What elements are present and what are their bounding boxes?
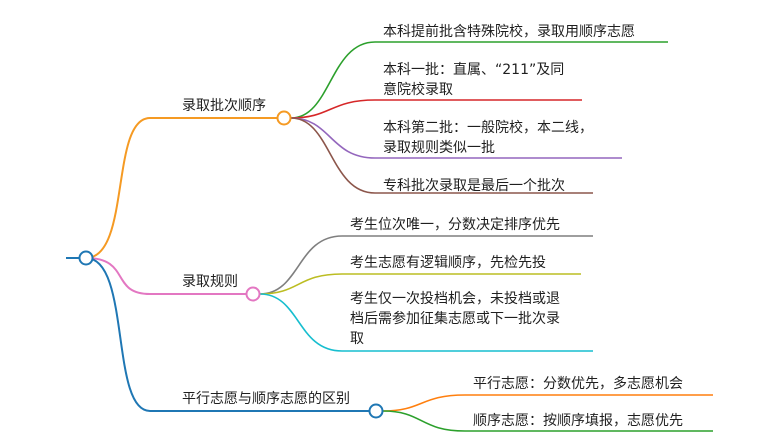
branch-label-b3: 平行志愿与顺序志愿的区别 bbox=[182, 391, 350, 407]
branch-node-b1[interactable] bbox=[276, 110, 292, 126]
branch-label-b2: 录取规则 bbox=[182, 274, 238, 290]
branch-label-b1: 录取批次顺序 bbox=[182, 98, 266, 114]
leaf-label: 取 bbox=[350, 331, 364, 347]
leaf-label: 专科批次录取是最后一个批次 bbox=[383, 178, 565, 194]
leaf-connector bbox=[382, 410, 466, 432]
leaf-connector bbox=[382, 394, 466, 412]
leaf-label: 平行志愿：分数优先，多志愿机会 bbox=[473, 376, 683, 392]
branch-connector bbox=[85, 117, 151, 259]
leaf-label: 考生位次唯一，分数决定排序优先 bbox=[350, 217, 560, 233]
leaf-label: 考生志愿有逻辑顺序，先检先投 bbox=[350, 255, 546, 271]
leaf-label: 档后需参加征集志愿或下一批次录 bbox=[350, 311, 560, 327]
leaf-connector bbox=[290, 99, 376, 119]
leaf-connector bbox=[290, 41, 376, 119]
leaf-label: 考生仅一次投档机会，未投档或退 bbox=[350, 291, 560, 307]
leaf-connector bbox=[259, 293, 343, 352]
leaf-label: 顺序志愿：按顺序填报，志愿优先 bbox=[473, 413, 683, 429]
leaf-label: 本科一批：直属、“211”及同 bbox=[383, 62, 565, 78]
branch-connector bbox=[85, 257, 151, 412]
leaf-label: 本科第二批：一般院校，本二线， bbox=[383, 120, 593, 136]
leaf-label: 意院校录取 bbox=[383, 82, 453, 98]
leaf-label: 录取规则类似一批 bbox=[383, 140, 495, 156]
leaf-connector bbox=[259, 273, 343, 295]
branch-node-b3[interactable] bbox=[368, 403, 384, 419]
leaf-connector bbox=[290, 117, 376, 159]
root-node[interactable] bbox=[78, 250, 94, 266]
branch-connector bbox=[85, 257, 151, 295]
leaf-label: 本科提前批含特殊院校，录取用顺序志愿 bbox=[383, 24, 635, 40]
branch-node-b2[interactable] bbox=[245, 286, 261, 302]
leaf-connector bbox=[259, 235, 343, 295]
leaf-connector bbox=[290, 117, 376, 194]
